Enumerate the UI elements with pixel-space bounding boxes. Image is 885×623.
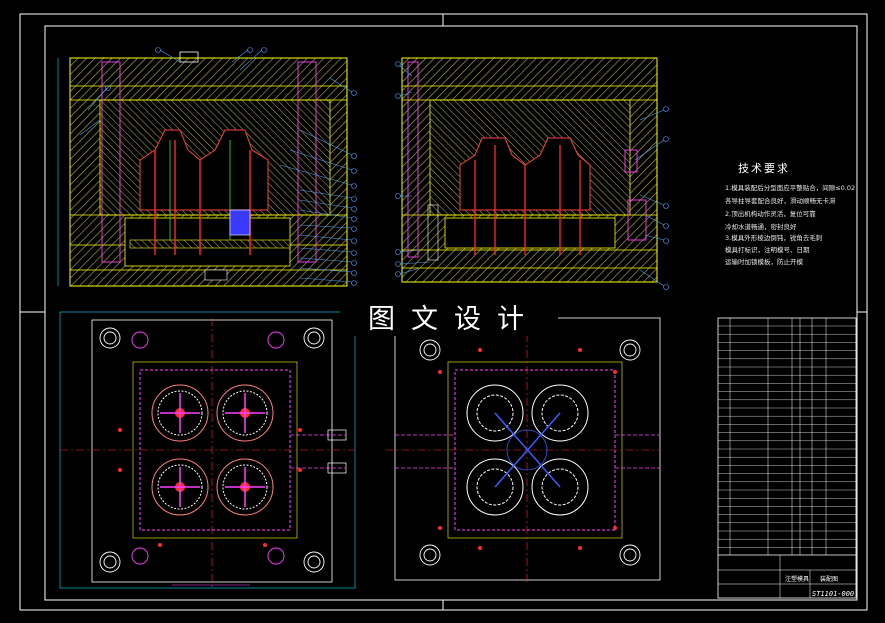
section-view-right — [395, 57, 669, 290]
tech-notes-title: 技术要求 — [738, 162, 790, 175]
tech-note-line: 1.模具装配后分型面应平整贴合，间隙≤0.02 — [725, 184, 856, 192]
section-view-left — [57, 47, 357, 287]
tech-note-line: 运输时加锁模板，防止开模 — [725, 258, 803, 266]
tech-note-line: 各导柱导套配合良好，滑动顺畅无卡滞 — [725, 197, 836, 205]
tech-note-line: 3.模具外形棱边倒钝，锐角去毛刺 — [725, 234, 823, 242]
plan-view-left — [59, 311, 356, 589]
tech-note-line: 冷却水道畅通，密封良好 — [725, 223, 797, 231]
tech-note-line: 2.顶出机构动作灵活，复位可靠 — [725, 210, 816, 218]
drawing-frame — [19, 13, 868, 611]
watermark-banner: 图文设计 — [340, 296, 558, 336]
title-block-material: 装配图 — [820, 576, 839, 583]
title-block-drawing-number: ST1101-000 — [812, 590, 855, 598]
plan-view-right — [385, 317, 661, 585]
bom-table — [717, 317, 857, 599]
title-block-name: 注塑模具 — [785, 576, 810, 583]
tech-note-line: 模具打标识，注明模号、日期 — [725, 246, 810, 254]
